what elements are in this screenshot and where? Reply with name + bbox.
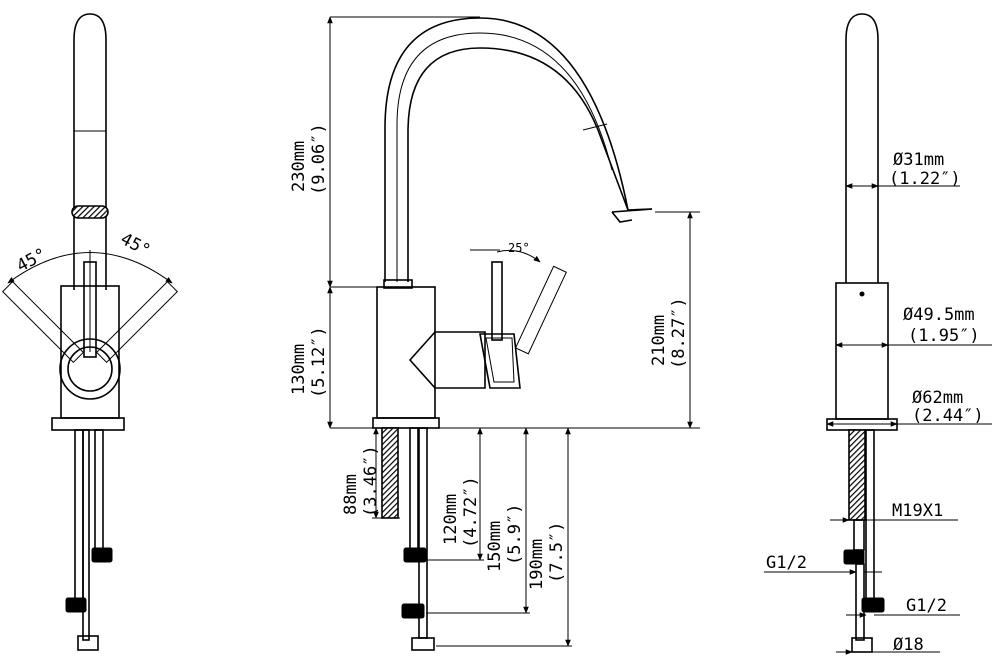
dia-spout-mm: Ø31mm bbox=[893, 150, 944, 170]
dim-130-mm: 130mm bbox=[289, 344, 309, 395]
front-handle-right bbox=[95, 280, 179, 364]
g-left-label: G1/2 bbox=[766, 553, 807, 573]
right-nut-1 bbox=[843, 549, 865, 565]
side-spout-outer bbox=[384, 17, 629, 282]
dim-130-in: (5.12″) bbox=[309, 326, 329, 398]
dia-pipe-label: Ø18 bbox=[893, 635, 924, 655]
side-pipe-end bbox=[411, 637, 435, 651]
dim-120-in: (4.72″) bbox=[461, 476, 481, 548]
dia-spout-in: (1.22″) bbox=[889, 169, 961, 189]
side-base bbox=[372, 417, 440, 429]
right-pipe-end bbox=[851, 637, 873, 653]
front-nut-2 bbox=[91, 547, 113, 563]
front-pipe-end bbox=[77, 635, 99, 651]
dim-150-in: (5.9″) bbox=[505, 504, 525, 565]
front-lever-hub bbox=[59, 338, 121, 400]
side-spout-inner bbox=[407, 47, 599, 282]
dia-body-mm: Ø49.5mm bbox=[903, 305, 975, 325]
g-right-label: G1/2 bbox=[906, 596, 947, 616]
right-spout bbox=[845, 13, 879, 283]
front-base bbox=[51, 417, 125, 431]
dim-210-in: (8.27″) bbox=[669, 297, 689, 369]
dim-88-in: (3.46″) bbox=[361, 445, 381, 517]
front-hose-left bbox=[74, 429, 84, 601]
dim-120-mm: 120mm bbox=[441, 494, 461, 545]
front-handle-center bbox=[83, 261, 97, 358]
right-hose bbox=[848, 429, 866, 521]
front-handle-left bbox=[1, 280, 85, 364]
dim-190-mm: 190mm bbox=[527, 539, 547, 590]
front-hose-right bbox=[94, 429, 104, 551]
right-view: Ø31mm (1.22″) Ø49.5mm (1.95″) Ø62mm (2.4… bbox=[764, 13, 992, 655]
side-cartridge bbox=[408, 331, 486, 389]
dim-230-mm: 230mm bbox=[289, 141, 309, 192]
front-spout bbox=[73, 13, 107, 290]
front-nut-1 bbox=[65, 597, 87, 613]
right-nut-2 bbox=[861, 597, 885, 613]
side-nut-2 bbox=[401, 603, 425, 619]
dim-230-in: (9.06″) bbox=[309, 123, 329, 195]
side-lever bbox=[491, 261, 503, 341]
thread-label: M19X1 bbox=[892, 501, 943, 521]
side-hose-88 bbox=[381, 427, 399, 519]
angle-right-label: 45° bbox=[117, 229, 154, 261]
side-view: 25° 230mm (9.06″) 130mm (5.12″) 210mm (8… bbox=[289, 16, 700, 651]
dim-150-mm: 150mm bbox=[485, 521, 505, 572]
right-body bbox=[835, 282, 889, 420]
front-aerator bbox=[71, 205, 109, 219]
dia-base-in: (2.44″) bbox=[912, 406, 984, 426]
side-body bbox=[376, 286, 436, 419]
dia-body-in: (1.95″) bbox=[908, 326, 980, 346]
dim-88-mm: 88mm bbox=[341, 474, 361, 515]
front-view: 45° 45° bbox=[1, 13, 179, 651]
dim-190-in: (7.5″) bbox=[547, 522, 567, 583]
side-nut-1 bbox=[403, 547, 427, 563]
angle-left-label: 45° bbox=[13, 244, 50, 276]
dia-base-mm: Ø62mm bbox=[912, 388, 963, 408]
dim-210-mm: 210mm bbox=[649, 315, 669, 366]
lever-angle-label: 25° bbox=[508, 241, 530, 255]
